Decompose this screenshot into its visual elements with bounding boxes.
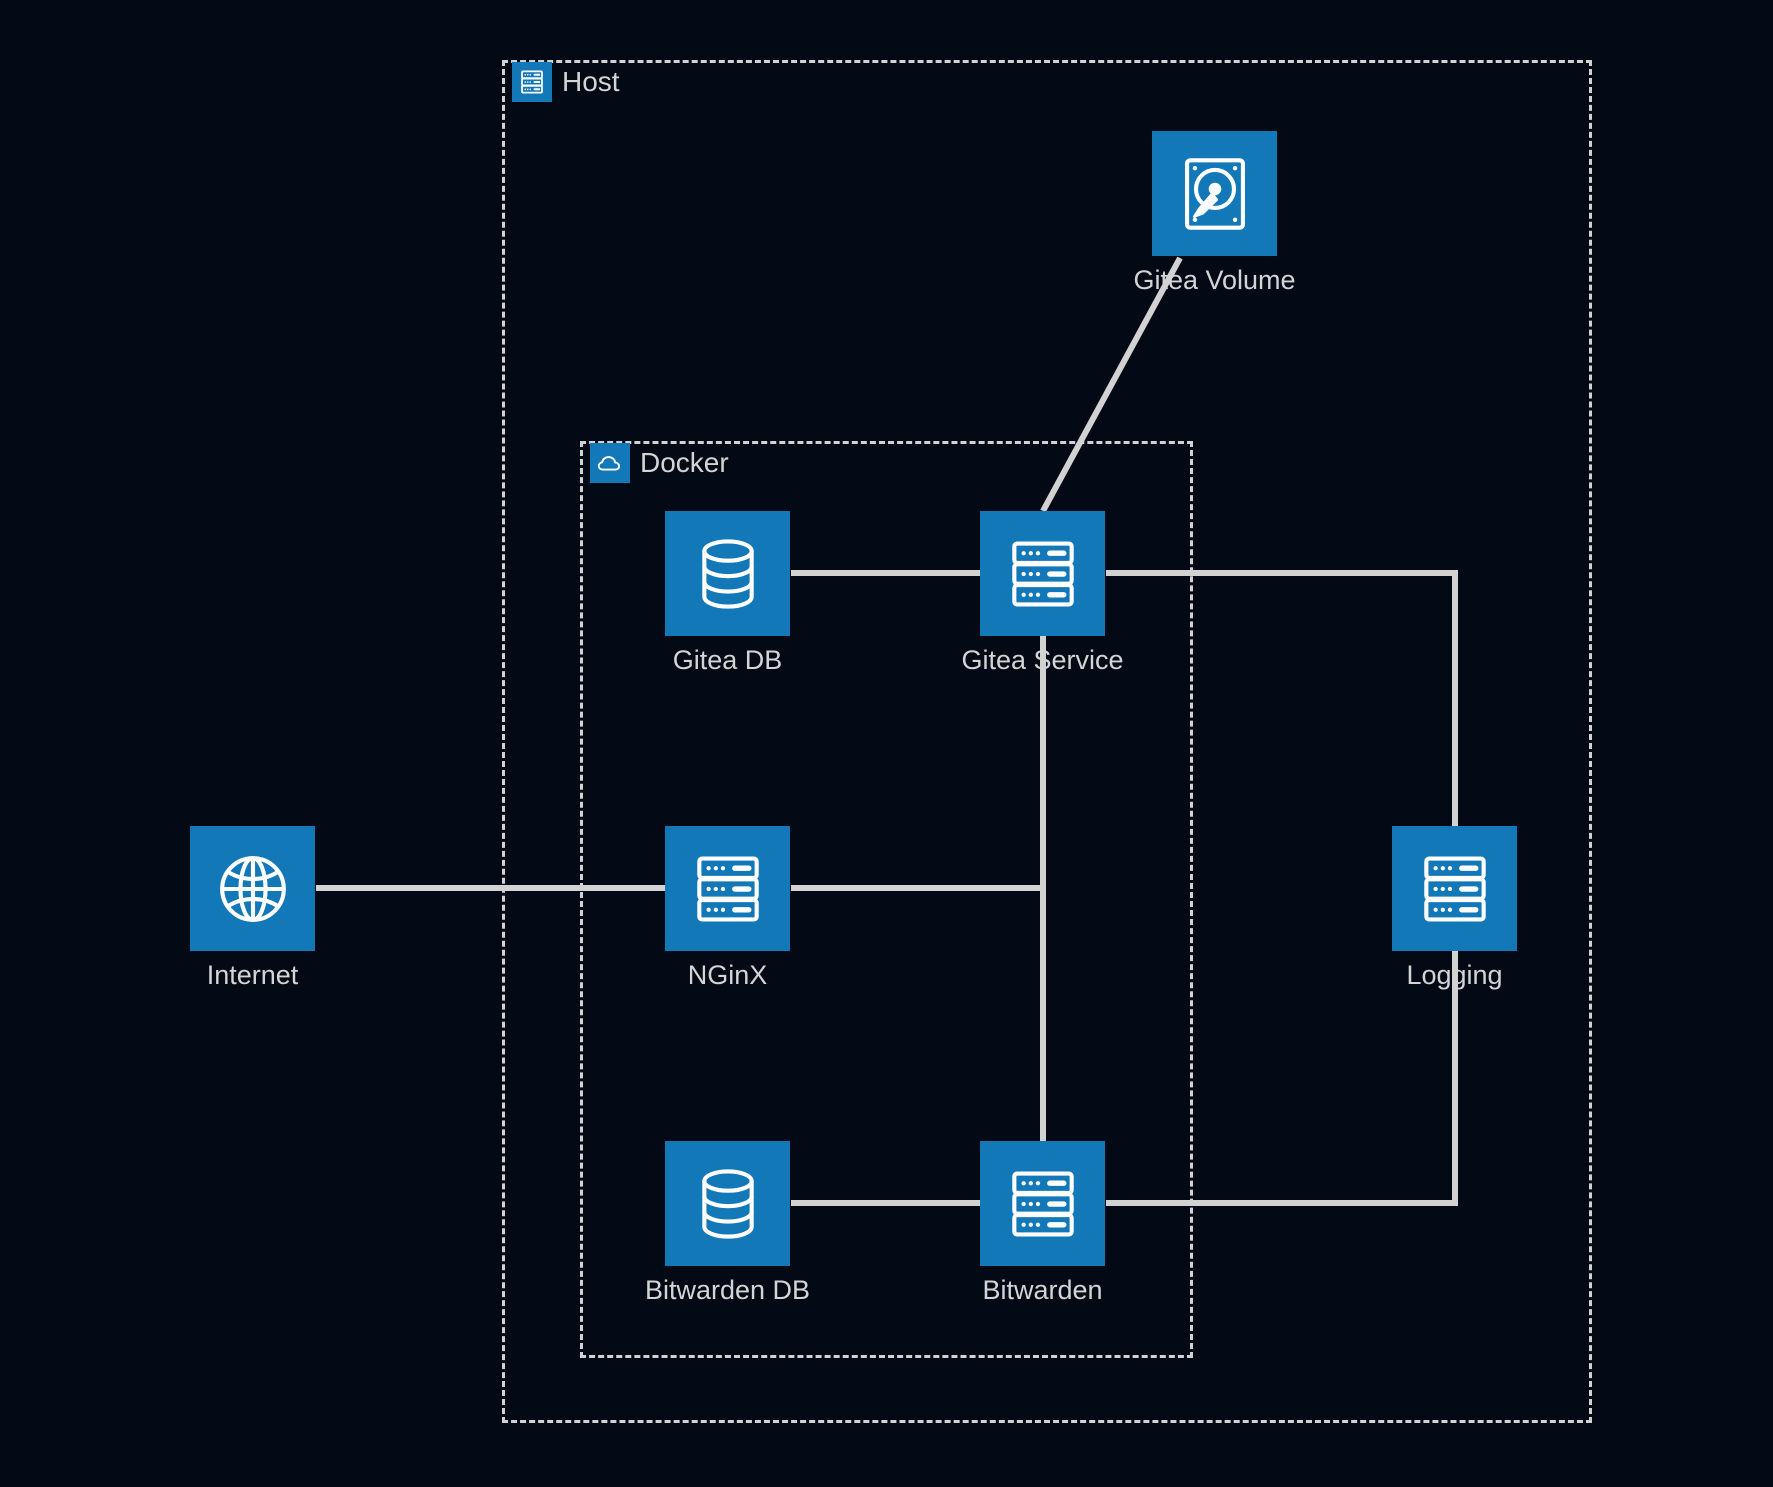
node-tile-bitwarden-db — [665, 1141, 790, 1266]
node-tile-nginx — [665, 826, 790, 951]
node-label-bitwarden: Bitwarden — [982, 1275, 1103, 1305]
hard-disk-icon — [1184, 157, 1245, 230]
node-label-gitea-volume: Gitea Volume — [1133, 265, 1296, 295]
server-icon — [1011, 1170, 1074, 1237]
node-tile-bitwarden — [980, 1141, 1105, 1266]
cloud-icon — [590, 443, 630, 483]
node-nginx[interactable]: NGinX — [665, 826, 790, 991]
node-tile-gitea-volume — [1152, 131, 1277, 256]
server-icon — [1011, 540, 1074, 607]
node-gitea-db[interactable]: Gitea DB — [665, 511, 790, 676]
node-logging[interactable]: Logging — [1392, 826, 1517, 991]
node-tile-gitea-service — [980, 511, 1105, 636]
node-internet[interactable]: Internet — [190, 826, 315, 991]
node-label-internet: Internet — [206, 960, 299, 990]
edge-bitwarden-logging — [1106, 951, 1458, 1206]
database-icon — [701, 538, 754, 609]
server-icon — [696, 855, 759, 922]
node-label-gitea-service: Gitea Service — [961, 645, 1124, 675]
node-tile-logging — [1392, 826, 1517, 951]
group-label-host: Host — [512, 62, 620, 102]
edge-gitea-service-volume — [1040, 256, 1183, 513]
node-tile-gitea-db — [665, 511, 790, 636]
node-label-logging: Logging — [1406, 960, 1503, 990]
edge-gitea-service-logging — [1106, 570, 1458, 826]
node-label-gitea-db: Gitea DB — [672, 645, 783, 675]
node-bitwarden[interactable]: Bitwarden — [980, 1141, 1105, 1306]
globe-icon — [219, 855, 286, 922]
database-icon — [701, 1168, 754, 1239]
group-label-text-docker: Docker — [640, 447, 729, 478]
server-icon — [1423, 855, 1486, 922]
node-gitea-service[interactable]: Gitea Service — [961, 511, 1124, 676]
node-gitea-volume[interactable]: Gitea Volume — [1133, 131, 1296, 296]
node-tile-internet — [190, 826, 315, 951]
group-label-text-host: Host — [562, 66, 620, 97]
node-label-bitwarden-db: Bitwarden DB — [644, 1275, 811, 1305]
node-label-nginx: NGinX — [687, 960, 768, 990]
node-bitwarden-db[interactable]: Bitwarden DB — [645, 1141, 810, 1306]
group-label-docker: Docker — [590, 443, 729, 483]
server-icon — [512, 62, 552, 102]
